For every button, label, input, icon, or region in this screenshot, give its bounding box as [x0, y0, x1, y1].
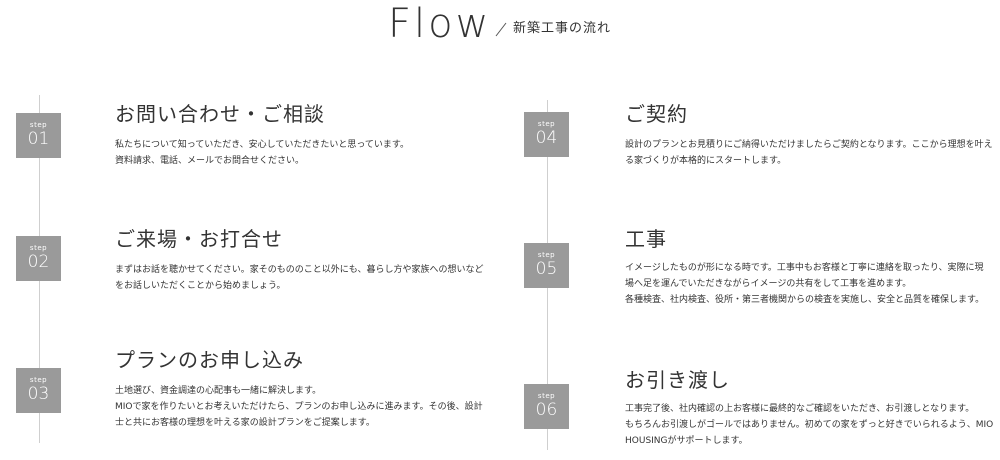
description-line: 私たちについて知っていただき、安心していただきたいと思っています。	[115, 140, 410, 150]
description-line: をお話しいただくことから始めましょう。	[115, 281, 286, 291]
step-description-construction: イメージしたものが形になる時です。工事中もお客様と丁寧に連絡を取ったり、実際に現…	[625, 260, 984, 308]
step-badge-06: step 06	[524, 384, 569, 429]
section-header: Flow 新築工事の流れ	[0, 0, 1000, 50]
step-badge-number: 04	[535, 128, 558, 148]
step-badge-01: step 01	[16, 113, 61, 158]
page-title: Flow	[388, 1, 492, 47]
step-description-handover: 工事完了後、社内確認の上お客様に最終的なご確認をいただき、お引渡しとなります。 …	[625, 401, 993, 449]
step-badge-label: step	[537, 392, 556, 400]
step-title-handover: お引き渡し	[625, 368, 730, 392]
step-badge-number: 05	[535, 259, 558, 279]
step-description-contract: 設計のプランとお見積りにご納得いただけましたらご契約となります。ここから理想を叶…	[625, 137, 993, 169]
description-line: 各種検査、社内検査、役所・第三者機関からの検査を実施し、安全と品質を確保します。	[625, 295, 985, 305]
step-badge-label: step	[537, 120, 556, 128]
description-line: MIOで家を作りたいとお考えいただけたら、プランのお申し込みに進みます。その後、…	[115, 402, 483, 412]
description-line: 場へ足を運んでいただきながらイメージの共有をして工事を進めます。	[625, 279, 912, 289]
description-line: 資料請求、電話、メールでお問合せください。	[115, 156, 305, 166]
description-line: 設計のプランとお見積りにご納得いただけましたらご契約となります。ここから理想を叶…	[625, 140, 993, 150]
step-badge-label: step	[29, 376, 48, 384]
step-title-contract: ご契約	[625, 102, 688, 126]
step-title-inquiry: お問い合わせ・ご相談	[115, 102, 325, 126]
step-badge-label: step	[537, 251, 556, 259]
description-line: 土地選び、資金調達の心配事も一緒に解決します。	[115, 386, 322, 396]
step-badge-04: step 04	[524, 112, 569, 157]
step-badge-label: step	[29, 244, 48, 252]
description-line: イメージしたものが形になる時です。工事中もお客様と丁寧に連絡を取ったり、実際に現	[625, 263, 984, 273]
step-title-plan-application: プランのお申し込み	[115, 348, 304, 372]
step-badge-02: step 02	[16, 236, 61, 281]
step-title-construction: 工事	[625, 227, 667, 251]
step-badge-number: 03	[27, 384, 50, 404]
slash-divider	[495, 22, 507, 37]
step-description-plan-application: 土地選び、資金調達の心配事も一緒に解決します。 MIOで家を作りたいとお考えいた…	[115, 383, 483, 431]
step-description-visit: まずはお話を聴かせてください。家そのもののこと以外にも、暮らし方や家族への想いな…	[115, 262, 483, 294]
description-line: 工事完了後、社内確認の上お客様に最終的なご確認をいただき、お引渡しとなります。	[625, 404, 975, 414]
step-badge-05: step 05	[524, 243, 569, 288]
step-badge-number: 06	[535, 400, 558, 420]
description-line: 士と共にお客様の理想を叶える家の設計プランをご提案します。	[115, 418, 375, 428]
step-badge-03: step 03	[16, 368, 61, 413]
description-line: る家づくりが本格的にスタートします。	[625, 156, 787, 166]
step-badge-number: 02	[27, 252, 50, 272]
description-line: もちろんお引渡しがゴールではありません。初めての家をずっと好きでいられるよう、M…	[625, 420, 994, 430]
description-line: まずはお話を聴かせてください。家そのもののこと以外にも、暮らし方や家族への想いな…	[115, 265, 484, 275]
step-description-inquiry: 私たちについて知っていただき、安心していただきたいと思っています。 資料請求、電…	[115, 137, 409, 169]
step-title-visit: ご来場・お打合せ	[115, 227, 283, 251]
step-badge-label: step	[29, 121, 48, 129]
page-subtitle: 新築工事の流れ	[513, 21, 612, 36]
description-line: HOUSINGがサポートします。	[625, 436, 748, 446]
step-badge-number: 01	[27, 129, 50, 149]
